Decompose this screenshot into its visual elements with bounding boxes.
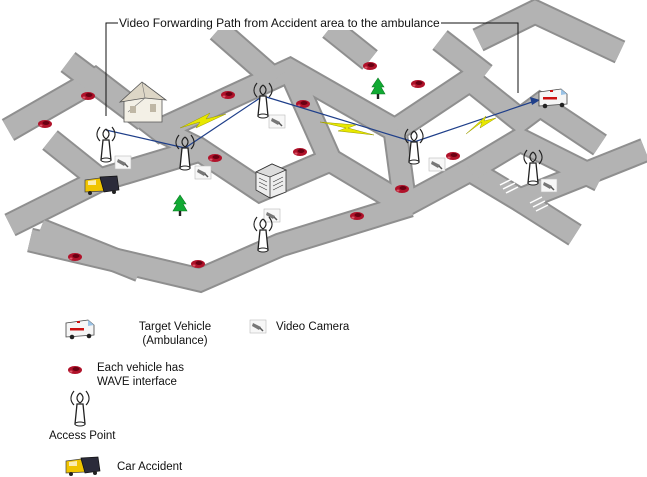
car-icon <box>363 62 377 70</box>
video-camera-icon <box>114 155 132 170</box>
ambulance-icon <box>65 319 95 340</box>
title-bracket <box>105 22 519 116</box>
video-camera-icon <box>428 157 446 172</box>
legend-target-vehicle-line1: Target Vehicle <box>138 321 212 333</box>
forwarding-path <box>105 95 540 149</box>
legend-vehicle-label: Each vehicle has WAVE interface <box>97 361 184 389</box>
car-accident-icon <box>65 456 101 477</box>
video-camera-icon <box>268 114 286 129</box>
legend-car-accident-label: Car Accident <box>117 461 183 473</box>
tree-icon <box>172 194 188 217</box>
car-icon <box>395 185 409 193</box>
car-icon <box>81 92 95 100</box>
diagram-title: Video Forwarding Path from Accident area… <box>118 16 441 30</box>
video-camera-icon <box>249 319 267 334</box>
video-camera-icon <box>194 165 212 180</box>
car-icon <box>411 80 425 88</box>
legend-access-point-label: Access Point <box>49 430 116 442</box>
car-icon <box>293 148 307 156</box>
car-icon <box>68 253 82 261</box>
wireless-link-icon <box>179 112 227 129</box>
legend-target-vehicle-line2: (Ambulance) <box>142 335 208 347</box>
access-point-icon <box>70 390 90 427</box>
road-network <box>1 0 647 294</box>
car-icon <box>38 120 52 128</box>
wireless-link-icon <box>319 121 375 136</box>
car-icon <box>191 260 205 268</box>
legend-video-camera-label: Video Camera <box>276 321 350 333</box>
car-icon <box>68 366 82 374</box>
car-icon <box>446 152 460 160</box>
wireless-link-icon <box>465 115 497 135</box>
legend-target-vehicle-label: Target Vehicle (Ambulance) <box>120 320 230 348</box>
video-camera-icon <box>263 208 281 223</box>
car-icon <box>208 154 222 162</box>
access-point-icon <box>96 126 116 163</box>
building-icon <box>254 163 288 199</box>
tree-icon <box>370 77 386 100</box>
car-icon <box>350 212 364 220</box>
video-camera-icon <box>540 178 558 193</box>
legend-vehicle-line1: Each vehicle has <box>97 362 184 374</box>
legend-vehicle-line2: WAVE interface <box>97 376 177 388</box>
house-icon <box>118 81 168 123</box>
car-icon <box>221 91 235 99</box>
